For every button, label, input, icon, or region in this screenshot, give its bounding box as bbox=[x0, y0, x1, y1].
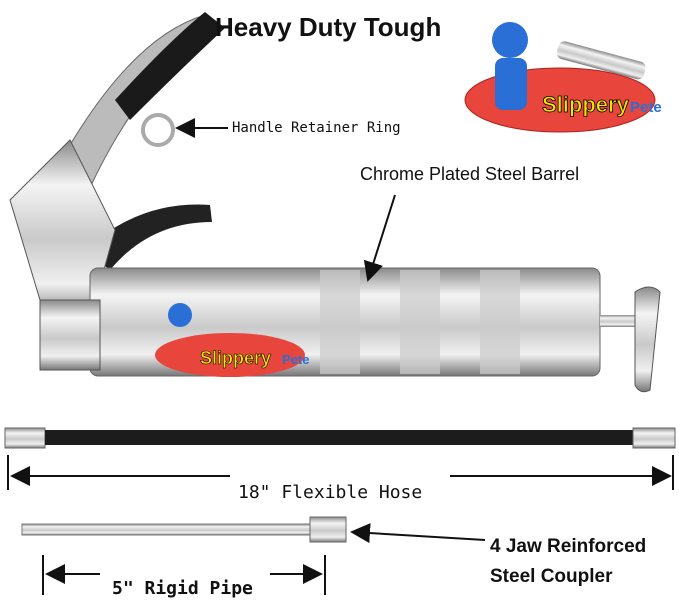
handle-grip bbox=[115, 12, 225, 120]
hose-fitting-right bbox=[632, 427, 676, 449]
coupler-line-1: 4 Jaw Reinforced bbox=[490, 536, 647, 557]
steel-coupler bbox=[309, 516, 347, 543]
pump-handle bbox=[85, 204, 212, 270]
nozzle-head bbox=[39, 299, 101, 371]
callout-coupler: 4 Jaw Reinforced Steel Coupler bbox=[490, 532, 646, 592]
t-handle bbox=[634, 286, 661, 393]
plunger-rod bbox=[600, 315, 640, 327]
logo-text: Slippery bbox=[542, 92, 630, 117]
retainer-ring-icon bbox=[141, 113, 175, 147]
callout-handle-ring: Handle Retainer Ring bbox=[232, 120, 401, 136]
callout-barrel: Chrome Plated Steel Barrel bbox=[360, 164, 580, 184]
callout-pipe: 5" Rigid Pipe bbox=[112, 578, 253, 599]
svg-text:Slippery: Slippery bbox=[200, 348, 271, 368]
logo-mascot bbox=[492, 22, 528, 58]
callout-hose: 18" Flexible Hose bbox=[238, 482, 423, 503]
rigid-pipe bbox=[21, 523, 333, 536]
flexible-hose bbox=[45, 430, 635, 445]
svg-text:Pete: Pete bbox=[630, 99, 662, 116]
svg-text:Pete: Pete bbox=[282, 352, 309, 367]
coupler-line-2: Steel Coupler bbox=[490, 566, 613, 587]
hose-fitting-left bbox=[4, 427, 46, 449]
headline: Heavy Duty Tough bbox=[215, 12, 442, 42]
